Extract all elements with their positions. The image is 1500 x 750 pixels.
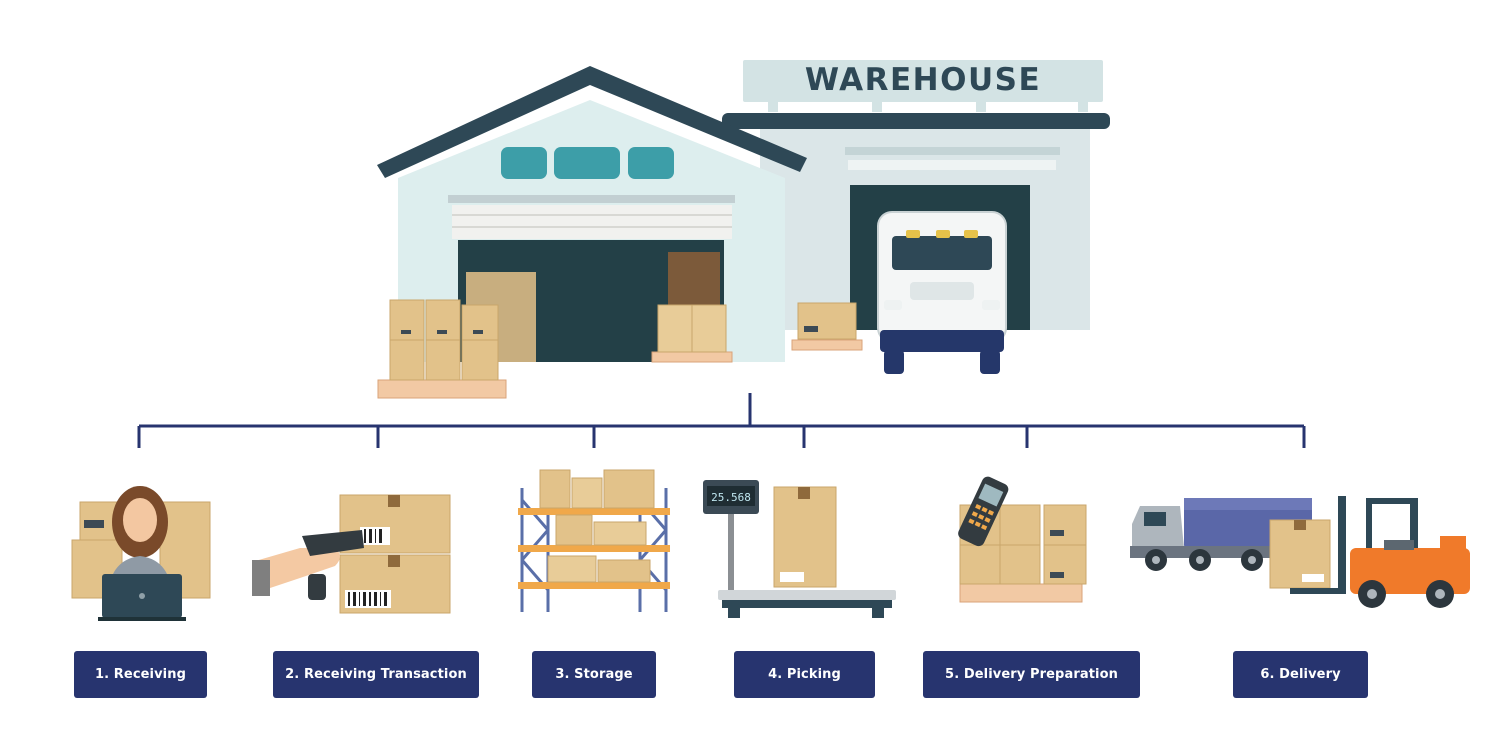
delivery-truck xyxy=(877,211,1007,374)
pallet-box xyxy=(791,302,863,351)
handheld-terminal-pallet-icon xyxy=(958,476,1087,603)
connector-tree xyxy=(137,393,1306,448)
warehouse-sign xyxy=(743,60,1103,112)
scale-readout: 25.568 xyxy=(711,490,751,504)
step-label-receiving: 1. Receiving xyxy=(74,651,207,698)
receiving-clerk-laptop-icon xyxy=(71,486,211,621)
step-label-delivery: 6. Delivery xyxy=(1233,651,1368,698)
step-label-receiving-transaction: 2. Receiving Transaction xyxy=(273,651,479,698)
warehouse-roof xyxy=(377,66,807,178)
step-label-picking: 4. Picking xyxy=(734,651,875,698)
window xyxy=(554,147,620,179)
step-label-storage: 3. Storage xyxy=(532,651,656,698)
warehouse-sign-text: WAREHOUSE xyxy=(804,62,1042,98)
pallet-box-stack xyxy=(651,304,733,363)
pallet-box-stack xyxy=(377,299,507,399)
window xyxy=(628,147,674,179)
warehouse-illustration xyxy=(377,60,1110,399)
window xyxy=(501,147,547,179)
weighing-scale-box-icon xyxy=(703,480,896,618)
truck-forklift-icon xyxy=(1130,496,1470,608)
step-label-delivery-preparation: 5. Delivery Preparation xyxy=(923,651,1140,698)
storage-shelving-icon xyxy=(518,469,670,612)
barcode-scanner-boxes-icon xyxy=(252,494,451,614)
